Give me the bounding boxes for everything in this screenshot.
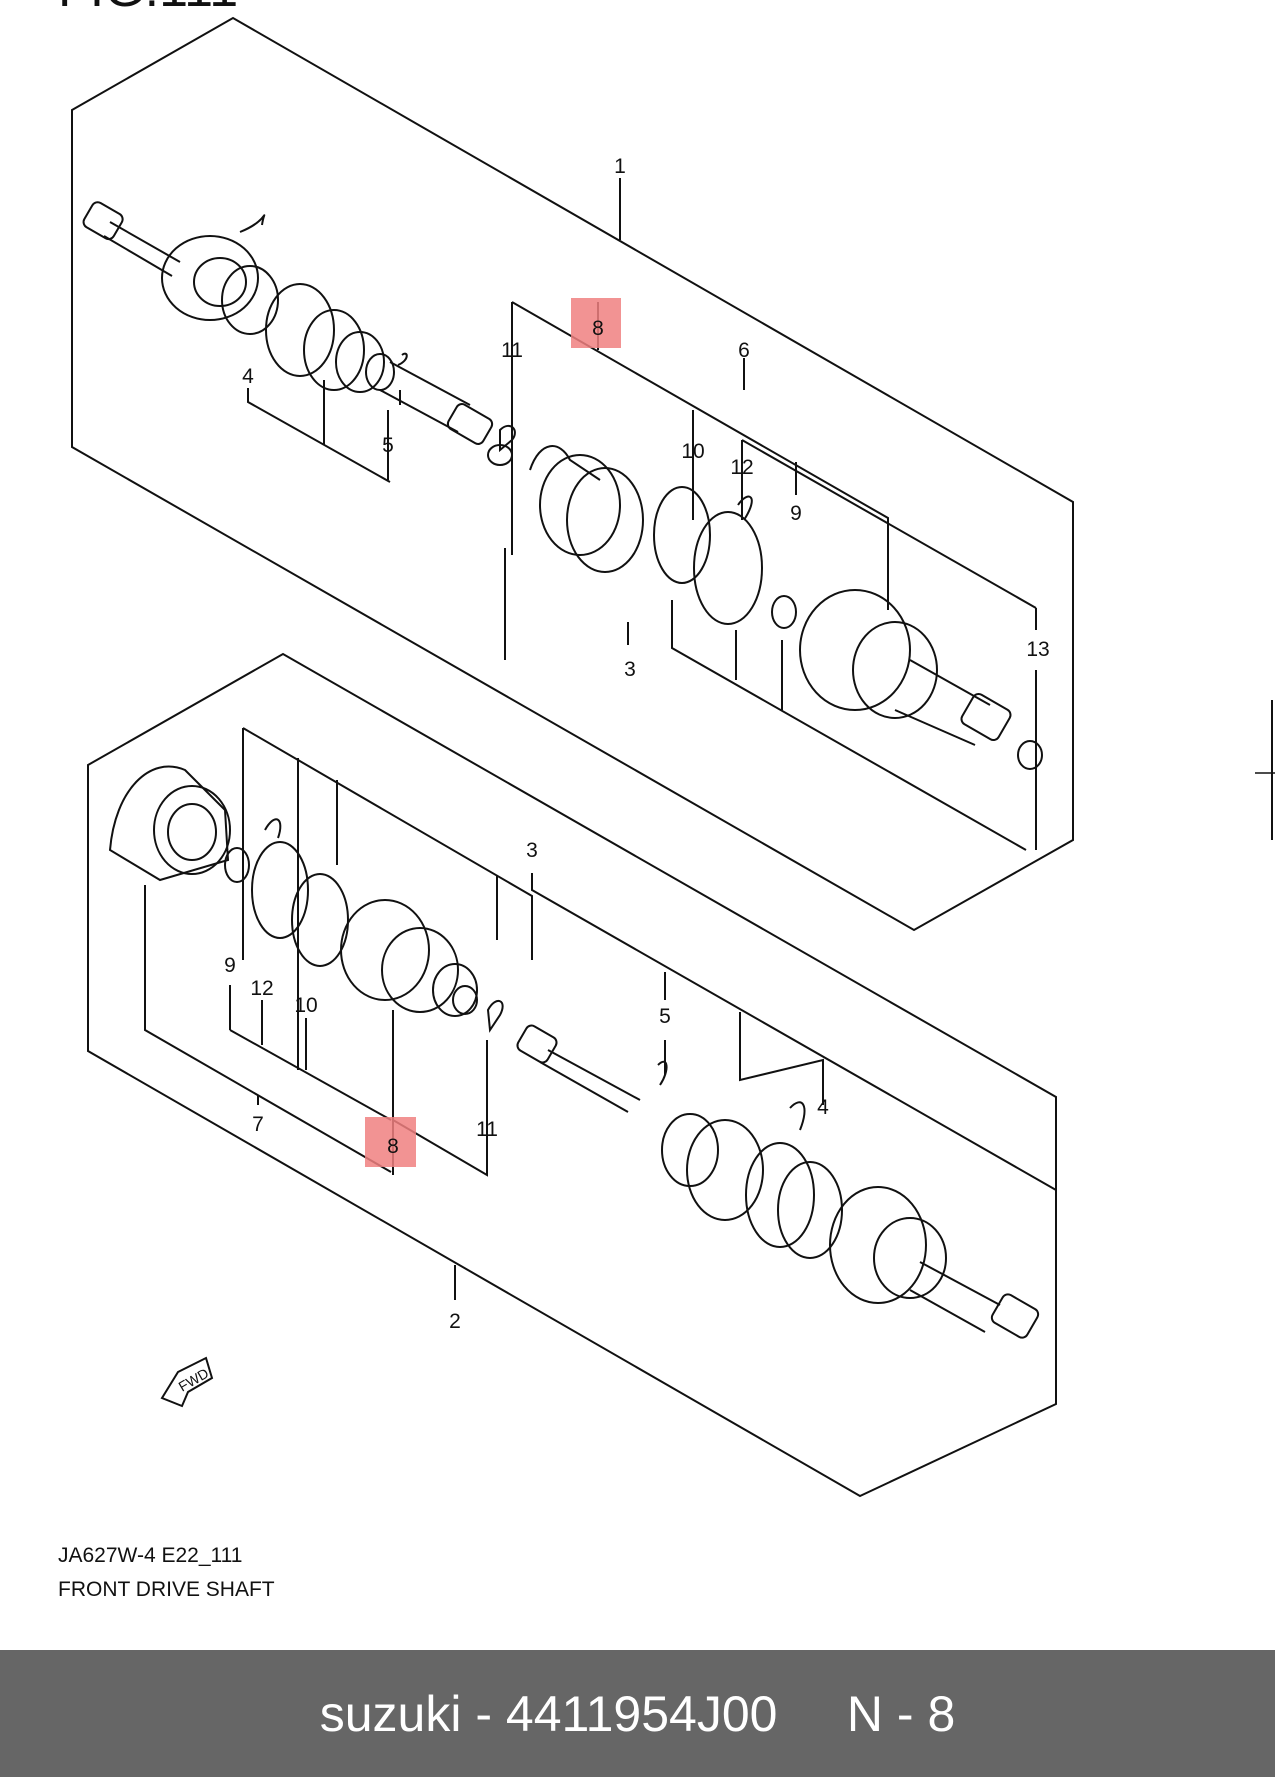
- callout-10: 10: [681, 440, 704, 463]
- callout-12: 12: [730, 456, 753, 479]
- callout-9-lower: 9: [224, 954, 236, 977]
- highlight-part-8-lower: [365, 1117, 416, 1167]
- callout-8: 8: [592, 317, 604, 340]
- callouts-lower: 3 9 12 10 8 11 7 5 4 2: [224, 839, 829, 1333]
- forward-arrow-icon: FWD: [160, 1356, 214, 1408]
- part-number-label: suzuki - 4411954J00 N - 8: [319, 1685, 956, 1742]
- callouts-upper: 1 4 5 11 8 6 10 12 9 13 3: [242, 155, 1050, 681]
- callout-7: 7: [252, 1113, 264, 1136]
- callout-13: 13: [1026, 638, 1049, 661]
- lower-assembly-outline: [87, 652, 1057, 1498]
- figure-label: FIG.111: [58, 0, 238, 18]
- callout-9: 9: [790, 502, 802, 525]
- callout-5: 5: [382, 434, 394, 457]
- callout-4-lower: 4: [817, 1096, 829, 1119]
- callout-11: 11: [501, 339, 523, 362]
- callout-11-lower: 11: [476, 1118, 498, 1141]
- callout-1: 1: [614, 155, 626, 178]
- diagram-code: JA627W-4 E22_111: [58, 1544, 243, 1567]
- upper-shaft: [82, 201, 494, 445]
- callout-2: 2: [449, 1310, 461, 1333]
- parts-diagram: FIG.111: [58, 0, 1275, 1498]
- callout-3: 3: [624, 658, 636, 681]
- upper-assembly: [71, 16, 1074, 932]
- callout-12-lower: 12: [250, 977, 273, 1000]
- callout-3-lower: 3: [526, 839, 538, 862]
- upper-inner-parts: [487, 424, 1043, 770]
- callout-10-lower: 10: [294, 994, 317, 1017]
- lower-assembly: FWD: [87, 652, 1057, 1498]
- lower-shaft: [108, 765, 1040, 1339]
- callout-5-lower: 5: [659, 1005, 671, 1028]
- upper-assembly-outline: [71, 16, 1074, 932]
- footer-bar: suzuki - 4411954J00 N - 8: [0, 1650, 1275, 1777]
- callout-6: 6: [738, 339, 750, 362]
- diagram-title: FRONT DRIVE SHAFT: [58, 1578, 275, 1601]
- highlight-part-8-upper: [571, 298, 621, 348]
- callout-8-lower: 8: [387, 1135, 399, 1158]
- callout-4: 4: [242, 365, 254, 388]
